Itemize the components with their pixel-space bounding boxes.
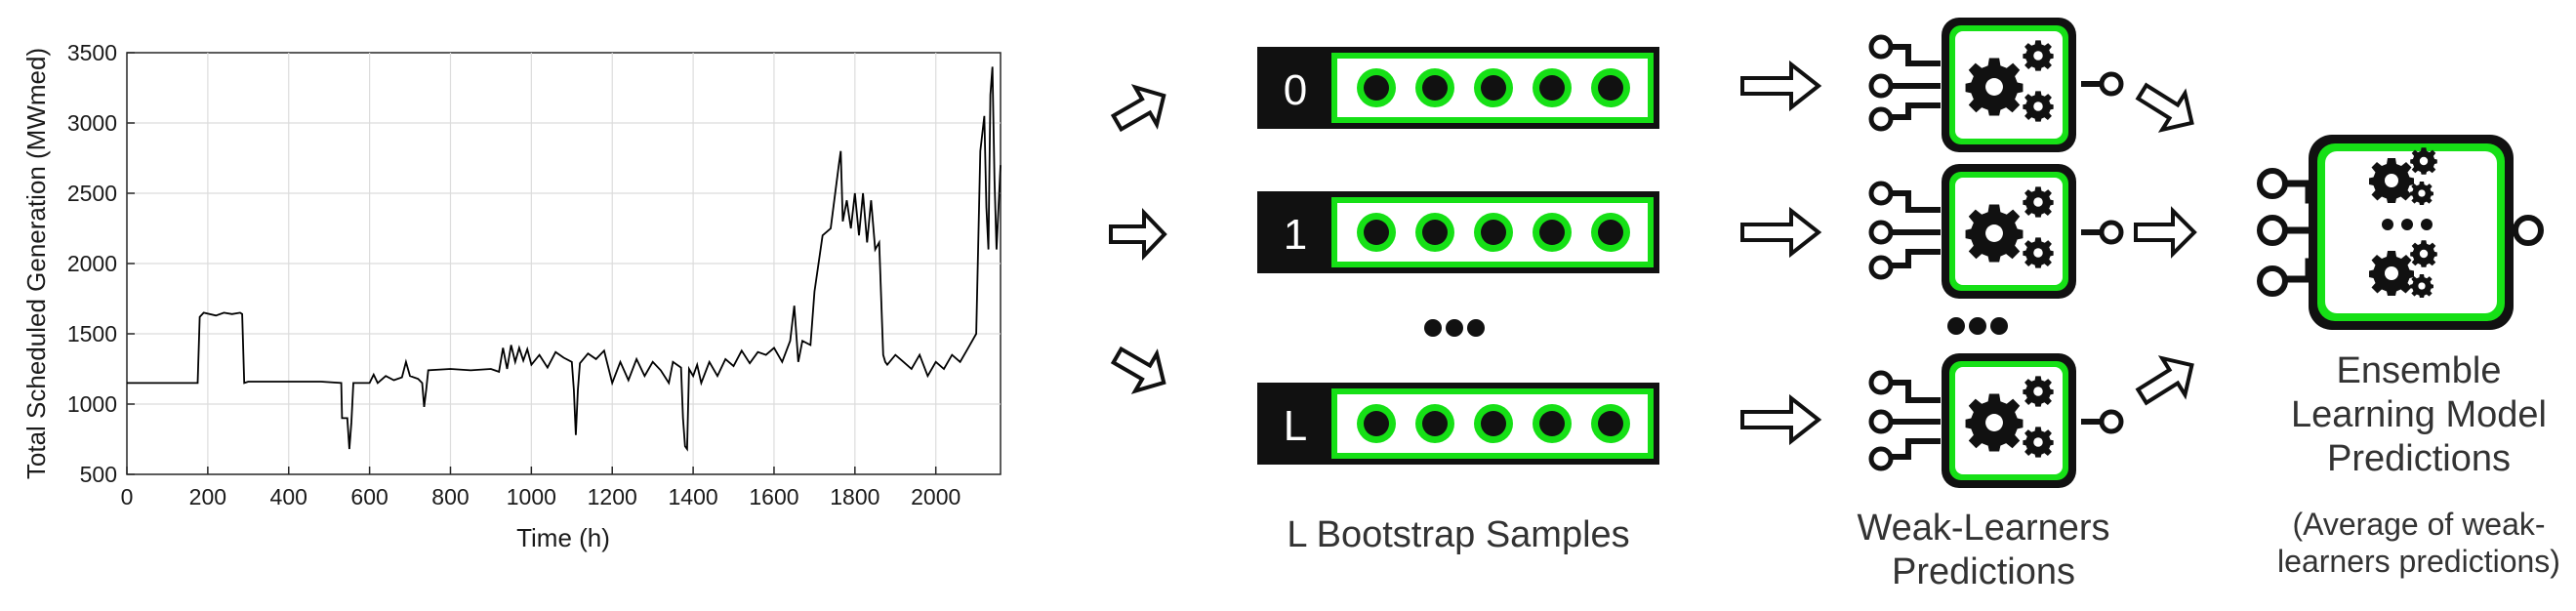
x-axis-ticks: 0 200 400 600 800 1000 1200 1400 1600 1800 2000	[121, 467, 961, 509]
input-node-icon	[1868, 34, 1894, 60]
gears-icon	[1942, 18, 2076, 152]
input-node-icon	[1868, 370, 1894, 395]
y-tick-label: 3000	[67, 110, 117, 136]
ensemble-title-line1: Ensemble	[2337, 350, 2502, 391]
arrow-to-ensemble-L	[2135, 355, 2194, 406]
input-node-icon	[1868, 446, 1894, 471]
y-tick-label: 1500	[67, 321, 117, 346]
x-tick-label: 1600	[749, 484, 798, 509]
input-node-icon	[2257, 168, 2288, 199]
weak-learners-title-line1: Weak-Learners	[1857, 508, 2109, 549]
bootstrap-sample-1: 1	[1257, 191, 1659, 273]
output-node-icon	[2099, 220, 2124, 245]
input-node-icon	[1868, 181, 1894, 206]
ensemble-title-line3: Predictions	[2327, 438, 2511, 479]
x-tick-label: 1400	[669, 484, 718, 509]
input-node-icon	[2257, 215, 2288, 246]
ensemble-title-line2: Learning Model	[2291, 394, 2547, 435]
x-axis-title: Time (h)	[516, 523, 610, 552]
x-tick-label: 800	[431, 484, 469, 509]
arrow-to-learner-L	[1740, 393, 1822, 446]
ensemble-note-line2: learners predictions)	[2277, 544, 2560, 579]
arrow-to-sample-1	[1109, 208, 1167, 261]
arrow-to-ensemble-0	[2135, 82, 2194, 133]
input-node-icon	[1868, 73, 1894, 99]
input-node-icon	[2257, 265, 2288, 297]
input-node-icon	[1868, 409, 1894, 434]
x-tick-label: 1200	[588, 484, 637, 509]
ensemble-ellipsis	[2382, 219, 2433, 230]
arrow-to-ensemble-1	[2134, 206, 2197, 259]
bootstrap-samples-title: L Bootstrap Samples	[1287, 514, 1629, 555]
sample-0-datapoints	[1357, 68, 1630, 107]
gears-icon	[1942, 353, 2076, 488]
x-tick-label: 200	[189, 484, 226, 509]
input-node-icon	[1868, 255, 1894, 280]
y-tick-label: 2000	[67, 251, 117, 276]
y-tick-label: 2500	[67, 181, 117, 206]
sample-index-1: 1	[1284, 211, 1307, 259]
gears-icon	[1942, 164, 2076, 299]
weak-learner-0	[1868, 18, 2124, 152]
arrow-to-learner-0	[1740, 60, 1822, 112]
y-tick-label: 1000	[67, 391, 117, 417]
sample-index-L: L	[1284, 402, 1307, 450]
output-node-icon	[2099, 409, 2124, 434]
learner-ellipsis	[1947, 317, 2008, 335]
x-tick-label: 400	[270, 484, 307, 509]
sample-L-datapoints	[1357, 404, 1630, 443]
x-tick-label: 0	[121, 484, 134, 509]
ensemble-note-line1: (Average of weak-	[2292, 507, 2545, 542]
sample-1-datapoints	[1357, 213, 1630, 252]
weak-learner-L	[1868, 353, 2124, 488]
sample-index-0: 0	[1284, 66, 1307, 114]
ensemble-model	[2257, 135, 2544, 330]
x-tick-label: 1800	[830, 484, 879, 509]
y-axis-ticks: 500 1000 1500 2000 2500 3000 3500	[67, 40, 135, 487]
series-line	[127, 66, 1002, 452]
arrow-to-sample-0	[1110, 84, 1166, 133]
output-node-icon	[2513, 215, 2544, 246]
sample-ellipsis	[1424, 319, 1485, 337]
generation-line-chart: 0 200 400 600 800 1000 1200 1400 1600 1800 2000 50…	[21, 40, 1002, 552]
arrow-to-learner-1	[1740, 206, 1822, 259]
arrow-to-sample-L	[1110, 346, 1166, 394]
input-node-icon	[1868, 106, 1894, 132]
x-tick-label: 2000	[911, 484, 961, 509]
y-tick-label: 500	[80, 462, 117, 487]
bootstrap-sample-L: L	[1257, 383, 1659, 465]
bootstrap-sample-0: 0	[1257, 47, 1659, 129]
input-node-icon	[1868, 220, 1894, 245]
weak-learner-1	[1868, 164, 2124, 299]
y-axis-title: Total Scheduled Generation (MWmed)	[21, 48, 51, 479]
weak-learners-title-line2: Predictions	[1892, 551, 2075, 592]
y-tick-label: 3500	[67, 40, 117, 65]
output-node-icon	[2099, 71, 2124, 97]
x-tick-label: 600	[350, 484, 388, 509]
x-tick-label: 1000	[507, 484, 556, 509]
